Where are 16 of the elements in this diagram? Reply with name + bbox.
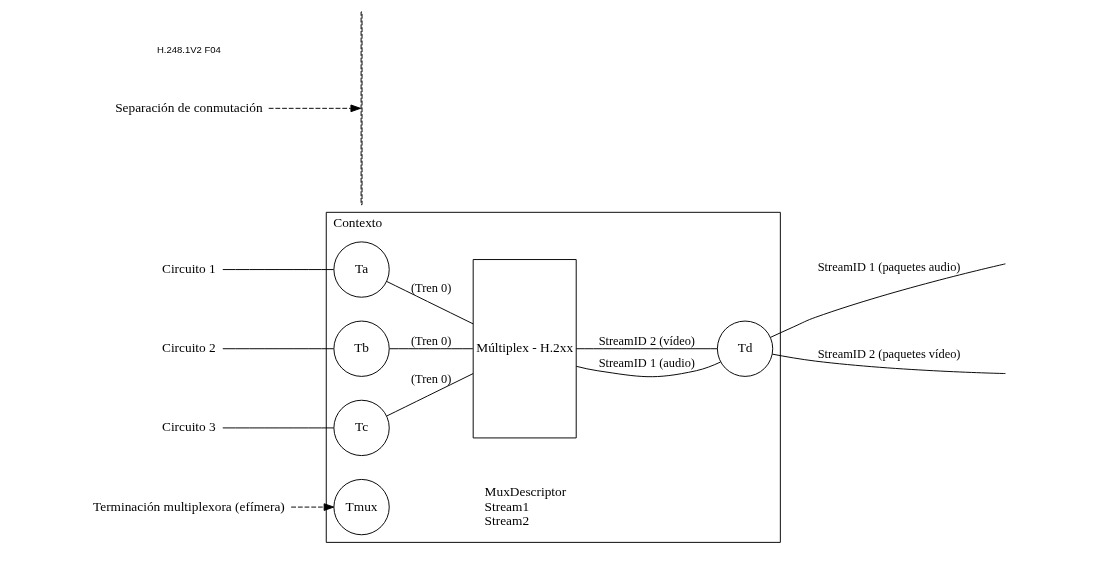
node-label: Stream1 [484,498,530,514]
edge-label: StreamID 2 (paquetes vídeo) [817,346,961,361]
edge-label: (Tren 0) [410,372,452,387]
edge-label: (Tren 0) [410,334,452,349]
edge-label: (Tren 0) [410,280,452,295]
node-text: Circuito 1 [162,261,216,277]
node-text: Terminación multiplexora (efímera) [93,498,285,514]
node-text: Separación de conmutación [115,99,263,115]
node-text: Circuito 3 [162,419,216,435]
edge-label: StreamID 1 (audio) [598,356,695,371]
edge-label: StreamID 2 (vídeo) [598,334,695,349]
node-text: Circuito 2 [162,340,216,356]
node-label: MuxDescriptor [484,484,567,500]
label: H.248.1V2 F04 [156,43,221,55]
node-label: Stream2 [484,512,530,528]
edge-label: StreamID 1 (paquetes audio) [817,259,961,274]
